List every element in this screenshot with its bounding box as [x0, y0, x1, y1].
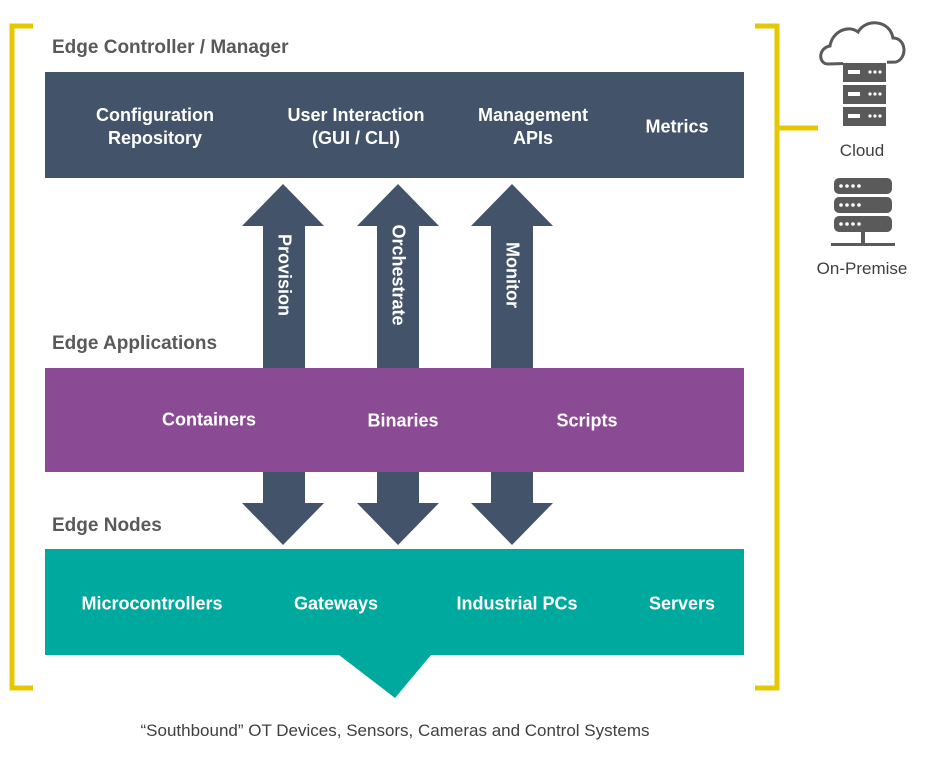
orchestrate-label: Orchestrate — [388, 224, 409, 326]
on-premise-label: On-Premise — [816, 259, 908, 278]
industrial-pcs-label: Industrial PCs — [456, 593, 578, 614]
monitor-arrow-up — [471, 184, 553, 368]
metrics-label: Metrics — [645, 116, 709, 137]
cloud-server-icon — [819, 21, 906, 128]
controller-title: Edge Controller / Manager — [52, 37, 289, 58]
servers-label: Servers — [648, 593, 716, 614]
cloud-label: Cloud — [839, 141, 885, 160]
right-bracket — [755, 23, 818, 691]
applications-band — [45, 368, 744, 472]
monitor-label: Monitor — [502, 242, 523, 308]
applications-title: Edge Applications — [52, 333, 218, 354]
monitor-arrow-down — [471, 472, 553, 545]
provision-label: Provision — [274, 233, 295, 317]
microcontrollers-label: Microcontrollers — [81, 593, 223, 614]
orchestrate-arrow-up — [357, 184, 439, 368]
binaries-label: Binaries — [367, 410, 439, 431]
provision-arrow-down — [242, 472, 324, 545]
server-rack-icon — [831, 178, 895, 246]
management-apis-label: Management APIs — [477, 105, 589, 148]
gateways-label: Gateways — [293, 593, 379, 614]
containers-label: Containers — [161, 409, 257, 430]
orchestrate-arrow-down — [357, 472, 439, 545]
southbound-caption: “Southbound” OT Devices, Sensors, Camera… — [140, 721, 650, 740]
provision-arrow-up — [242, 184, 324, 368]
user-interaction-label: User Interaction (GUI / CLI) — [287, 105, 425, 148]
controller-band — [45, 72, 744, 178]
left-bracket — [9, 23, 33, 691]
nodes-band — [45, 549, 744, 698]
config-repository-label: Configuration Repository — [96, 105, 214, 148]
scripts-label: Scripts — [556, 410, 618, 431]
nodes-title: Edge Nodes — [52, 515, 162, 536]
